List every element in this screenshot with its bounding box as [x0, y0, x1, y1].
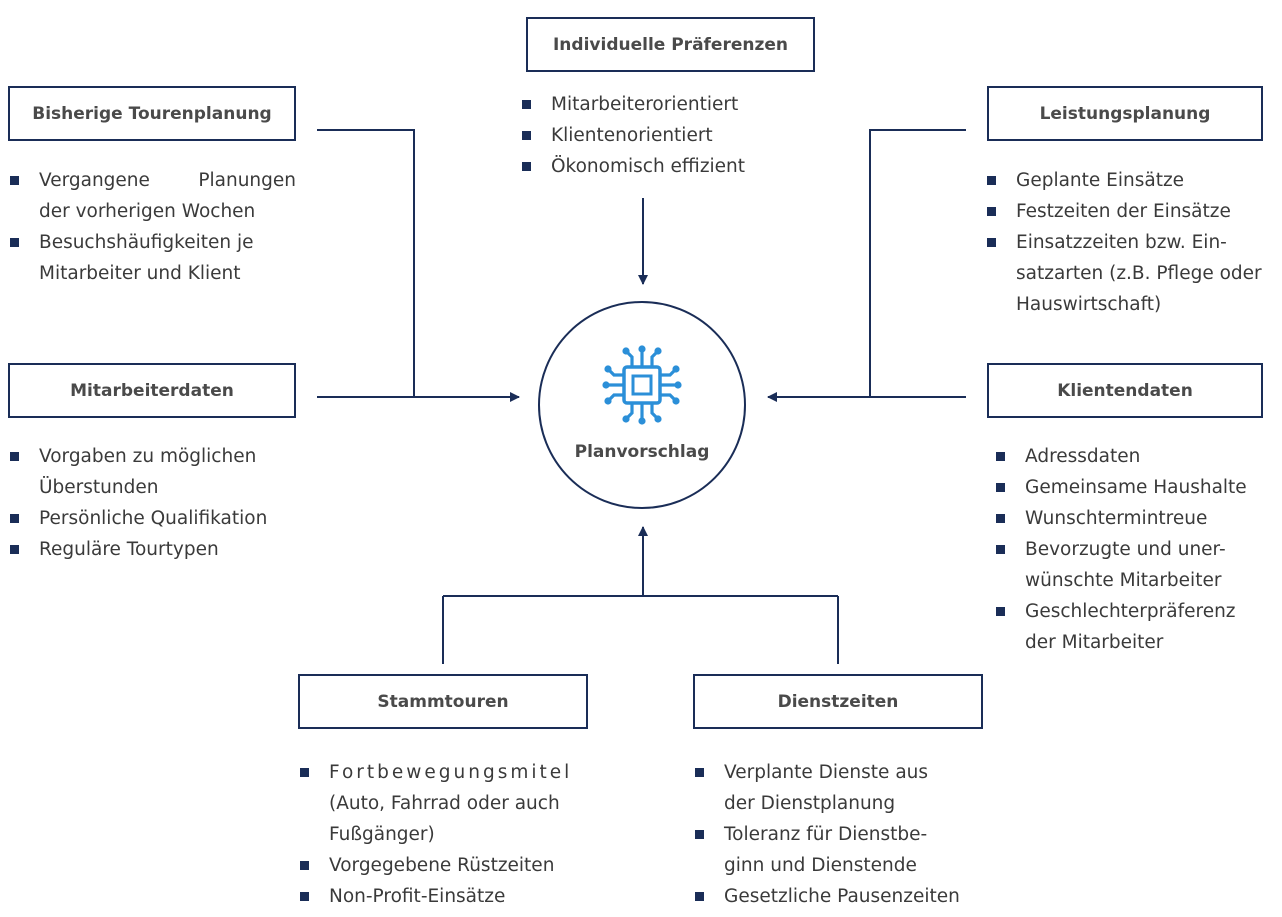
cpu-chip-icon: [602, 345, 682, 425]
list-item: Einsatzzeiten bzw. Ein-: [985, 227, 1265, 258]
individuelle-praeferenzen-box: Individuelle Präferenzen: [526, 17, 815, 72]
list-item: Vergangene Planungen: [8, 165, 296, 196]
mitarbeiterdaten-list: Vorgaben zu möglichen Überstunden Persön…: [8, 441, 300, 565]
list-item: Toleranz für Dienstbe-: [693, 819, 993, 850]
list-item-continuation: wünschte Mitarbeiter: [1025, 570, 1222, 591]
leistungsplanung-list: Geplante Einsätze Festzeiten der Einsätz…: [985, 165, 1265, 320]
stammtouren-list: Fortbewegungsmitel (Auto, Fahrrad oder a…: [298, 757, 598, 912]
list-item-continuation: Mitarbeiter und Klient: [39, 263, 241, 284]
list-item: Fortbewegungsmitel: [298, 757, 598, 788]
list-item: Reguläre Tourtypen: [8, 534, 300, 565]
list-item-continuation: der Dienstplanung: [724, 793, 896, 814]
stammtouren-box: Stammtouren: [298, 674, 588, 729]
list-item: Besuchshäufigkeiten je: [8, 227, 296, 258]
list-item-continuation: der vorherigen Wochen: [39, 201, 256, 222]
list-item: Persönliche Qualifikation: [8, 503, 300, 534]
list-item: Geplante Einsätze: [985, 165, 1265, 196]
planvorschlag-circle: Planvorschlag: [538, 301, 746, 509]
list-item-continuation: Fußgänger): [329, 824, 435, 845]
list-item-continuation: Hauswirtschaft): [1016, 294, 1162, 315]
list-item-continuation: satzarten (z.B. Pflege oder: [1016, 263, 1262, 284]
list-item: Mitarbeiterorientiert: [520, 89, 745, 120]
list-item: Non-Profit-Einsätze: [298, 881, 598, 912]
klientendaten-list: Adressdaten Gemeinsame Haushalte Wunscht…: [994, 441, 1276, 658]
list-item: Festzeiten der Einsätze: [985, 196, 1265, 227]
list-item: Gemeinsame Haushalte: [994, 472, 1276, 503]
connector-leistung: [869, 129, 966, 397]
leistungsplanung-box: Leistungsplanung: [987, 86, 1263, 141]
individuelle-praeferenzen-list: Mitarbeiterorientiert Klientenorientiert…: [520, 89, 745, 182]
bisherige-tourenplanung-list: Vergangene Planungen der vorherigen Woch…: [8, 165, 296, 289]
klientendaten-box: Klientendaten: [987, 363, 1263, 418]
list-item-continuation: (Auto, Fahrrad oder auch: [329, 793, 560, 814]
list-item: Verplante Dienste aus: [693, 757, 993, 788]
list-item-continuation: Überstunden: [39, 477, 159, 498]
bisherige-tourenplanung-box: Bisherige Tourenplanung: [8, 86, 296, 141]
list-item: Gesetzliche Pausenzeiten: [693, 881, 993, 912]
planvorschlag-label: Planvorschlag: [574, 442, 710, 462]
list-item: Bevorzugte und uner-: [994, 534, 1276, 565]
dienstzeiten-list: Verplante Dienste aus der Dienstplanung …: [693, 757, 993, 912]
list-item: Vorgegebene Rüstzeiten: [298, 850, 598, 881]
list-item: Klientenorientiert: [520, 120, 745, 151]
dienstzeiten-box: Dienstzeiten: [693, 674, 983, 729]
mitarbeiterdaten-box: Mitarbeiterdaten: [8, 363, 296, 418]
list-item: Vorgaben zu möglichen: [8, 441, 300, 472]
connector-bisherige: [317, 129, 415, 397]
list-item-continuation: ginn und Dienstende: [724, 855, 917, 876]
list-item: Adressdaten: [994, 441, 1276, 472]
list-item: Ökonomisch effizient: [520, 151, 745, 182]
list-item: Geschlechterpräferenz: [994, 596, 1276, 627]
list-item: Wunschtermintreue: [994, 503, 1276, 534]
list-item-continuation: der Mitarbeiter: [1025, 632, 1164, 653]
